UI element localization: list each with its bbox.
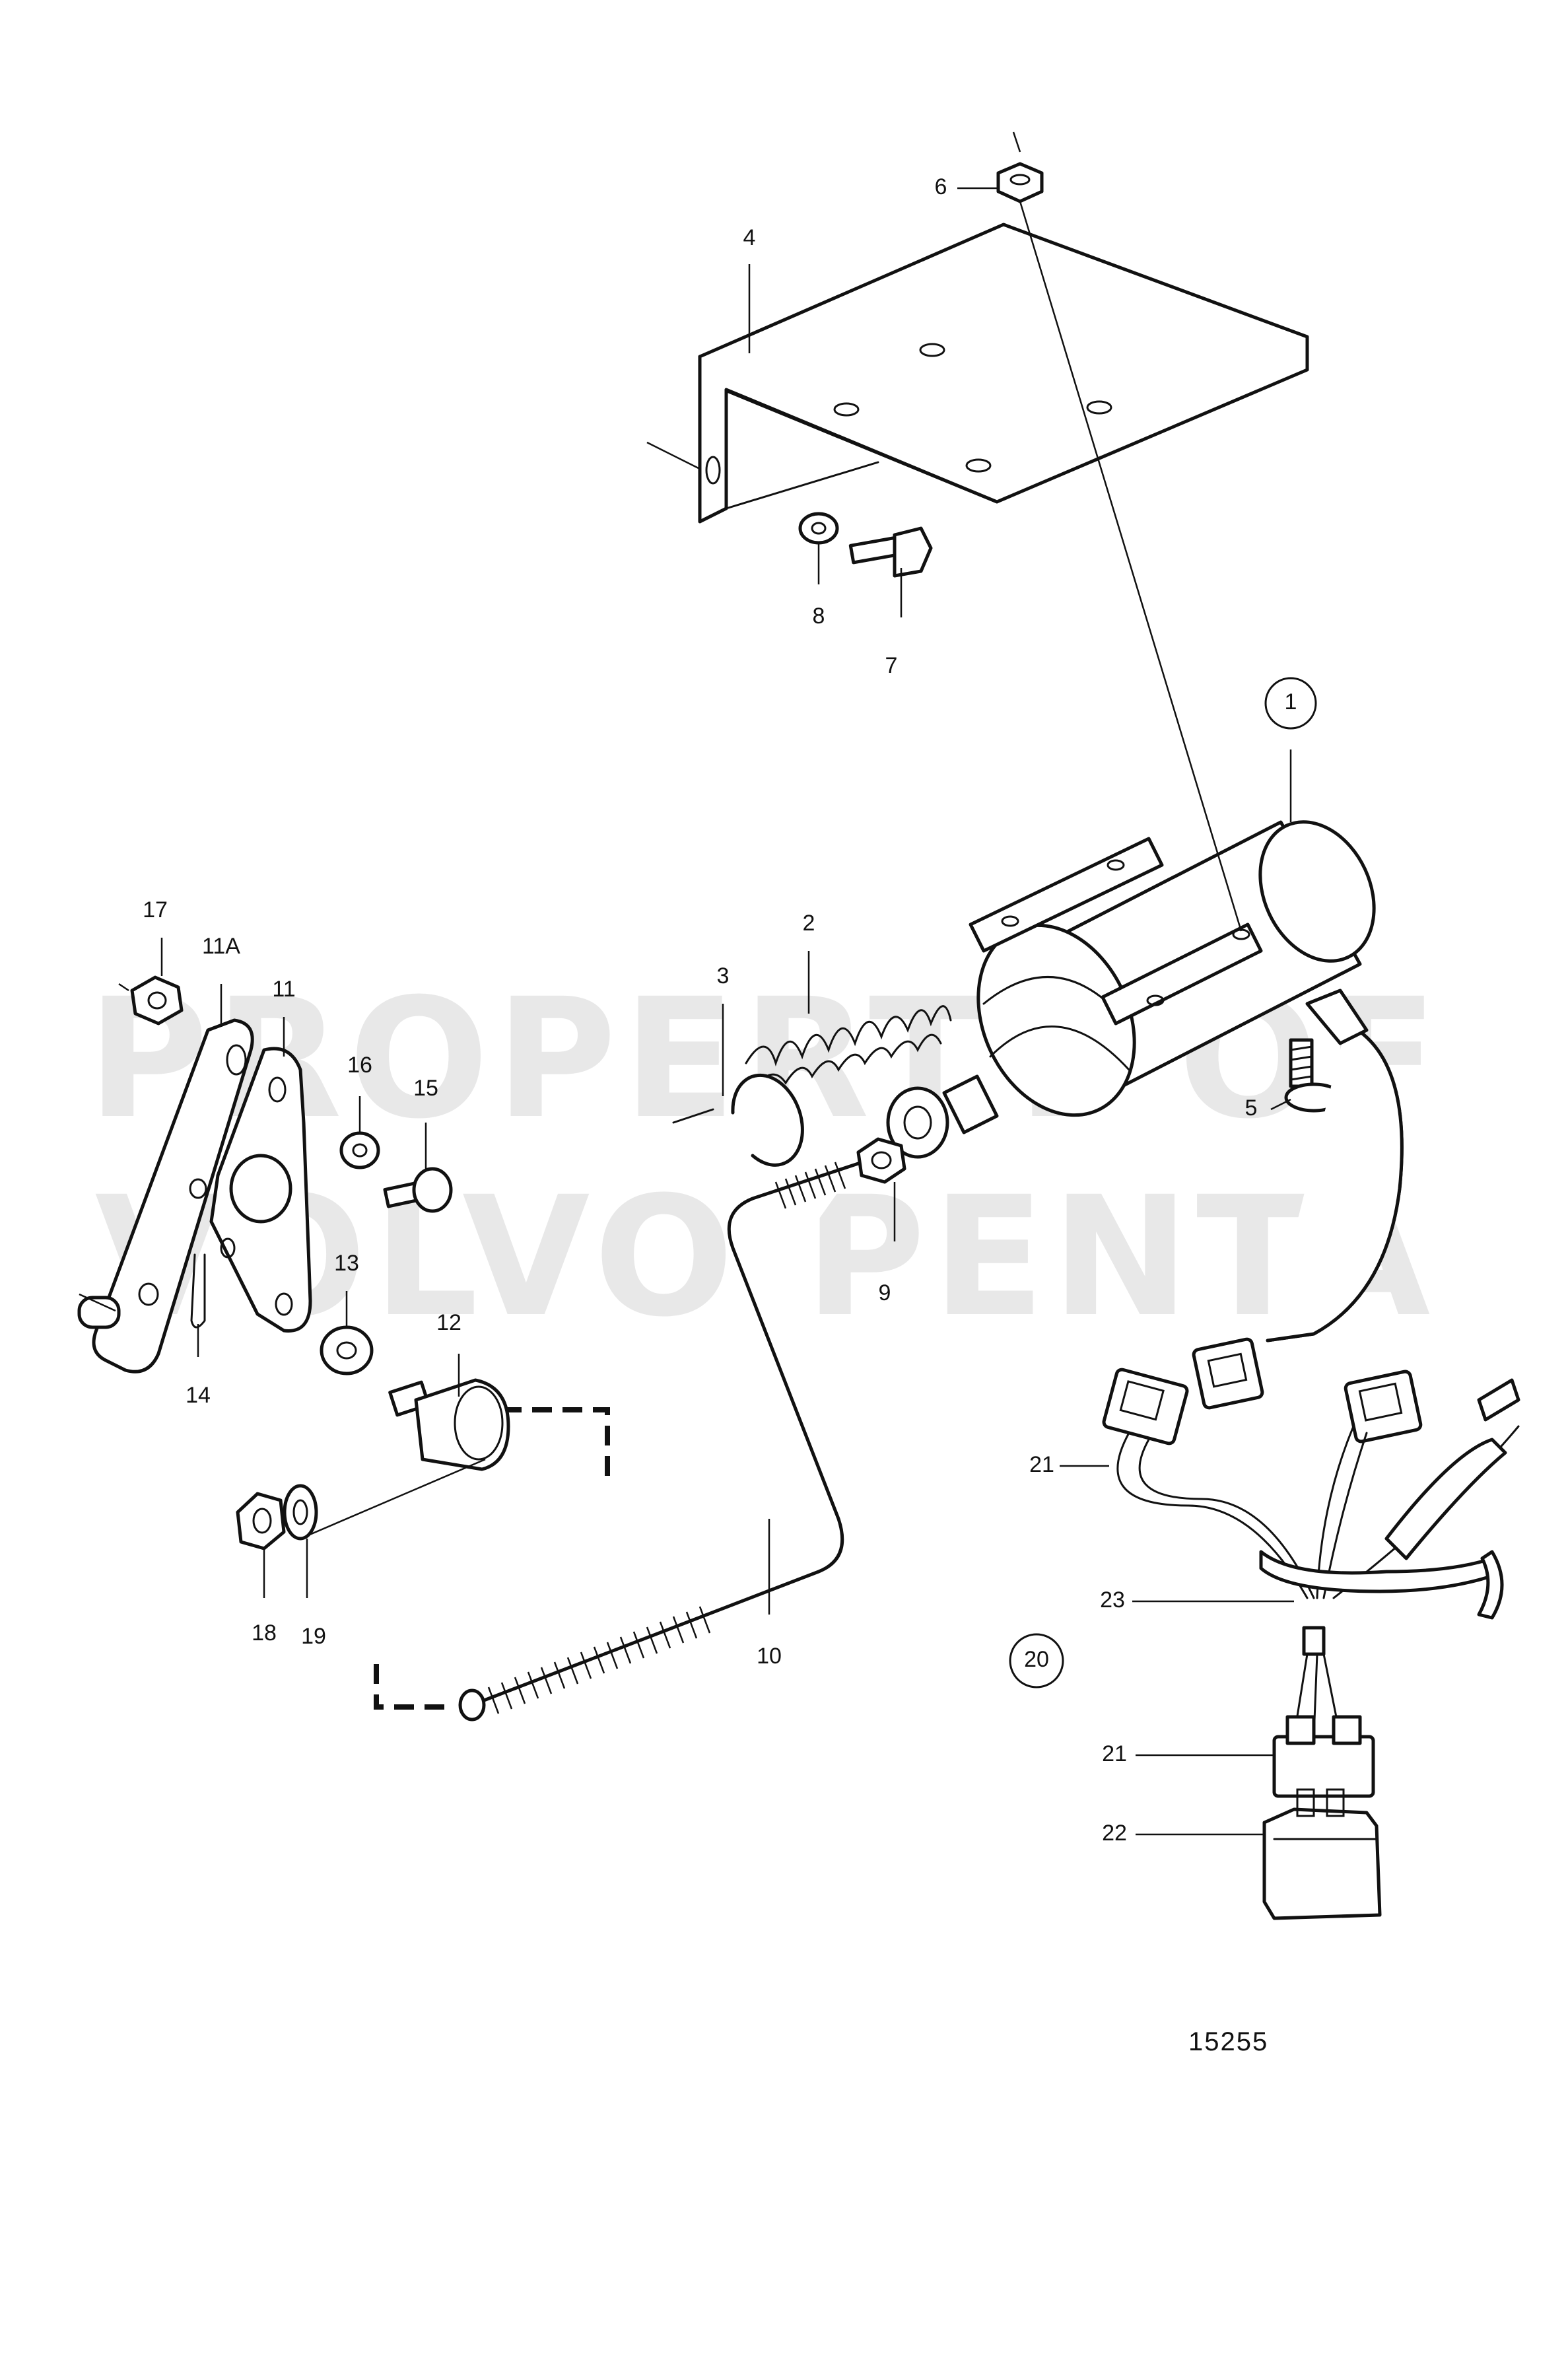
part-22-relay: [1262, 1788, 1382, 1920]
part-9-nut: [856, 1137, 906, 1184]
part-3-circlip: [672, 1073, 804, 1167]
rod-threads: [487, 1162, 846, 1714]
leader-lines: [79, 131, 1294, 1836]
label-5: 5: [1245, 1096, 1258, 1121]
part-12-ball-joint: [388, 1378, 510, 1471]
label-19: 19: [301, 1624, 326, 1649]
drawing-number: 15255: [1188, 2027, 1268, 2056]
part-18-nut: [236, 1492, 286, 1550]
label-6: 6: [935, 174, 947, 199]
part-7-bolt: [848, 526, 933, 578]
label-1: 1: [1285, 689, 1297, 714]
label-23: 23: [1100, 1587, 1125, 1613]
connector-harness-right: [1344, 1370, 1423, 1444]
label-11: 11: [272, 977, 295, 1002]
label-20: 20: [1024, 1647, 1049, 1672]
label-21-upper: 21: [1029, 1452, 1054, 1477]
label-10: 10: [757, 1644, 782, 1669]
part-13-washer: [320, 1325, 374, 1375]
label-2: 2: [803, 911, 815, 936]
part-6-nut: [996, 162, 1044, 203]
part-8-washer: [798, 512, 839, 545]
label-13: 13: [334, 1251, 359, 1276]
part-19-washer: [283, 1484, 318, 1541]
part-1-solenoid: [886, 820, 1376, 1159]
part-10-rod: [458, 1162, 860, 1722]
label-21-lower: 21: [1102, 1741, 1127, 1766]
label-18: 18: [252, 1620, 277, 1646]
part-11a-lever: [77, 1018, 254, 1374]
part-21-relay-socket: [1272, 1715, 1375, 1798]
label-22: 22: [1102, 1821, 1127, 1846]
label-14: 14: [186, 1383, 211, 1408]
connector-21-upper: [1102, 1368, 1189, 1445]
label-16: 16: [347, 1053, 372, 1078]
label-11a: 11A: [202, 934, 240, 959]
callout-circle-1: [1264, 677, 1317, 730]
label-7: 7: [885, 653, 898, 678]
part-14-cotter-pin: [190, 1253, 206, 1329]
part-15-bolt: [383, 1167, 453, 1213]
part-labels: 1 2 3 4 5 6 7 8 9 10 11 11A 12 13 14 15 …: [143, 174, 1317, 1846]
label-15: 15: [413, 1076, 438, 1101]
part-4-mounting-bracket: [698, 223, 1309, 524]
part-2-spring: [745, 1005, 952, 1091]
label-9: 9: [879, 1280, 891, 1305]
label-8: 8: [813, 604, 825, 629]
label-3: 3: [717, 963, 730, 989]
callout-circle-20: [1009, 1633, 1064, 1688]
dashed-alignment-lines: [374, 1407, 610, 1710]
label-12: 12: [436, 1310, 461, 1335]
part-16-washer: [339, 1131, 380, 1169]
label-4: 4: [743, 225, 756, 250]
label-17: 17: [143, 897, 168, 922]
wiring-harness: [1102, 989, 1520, 1920]
connector-solenoid-side: [1192, 1337, 1264, 1410]
part-11-lever: [209, 1047, 312, 1333]
part-17-nut: [130, 975, 184, 1026]
